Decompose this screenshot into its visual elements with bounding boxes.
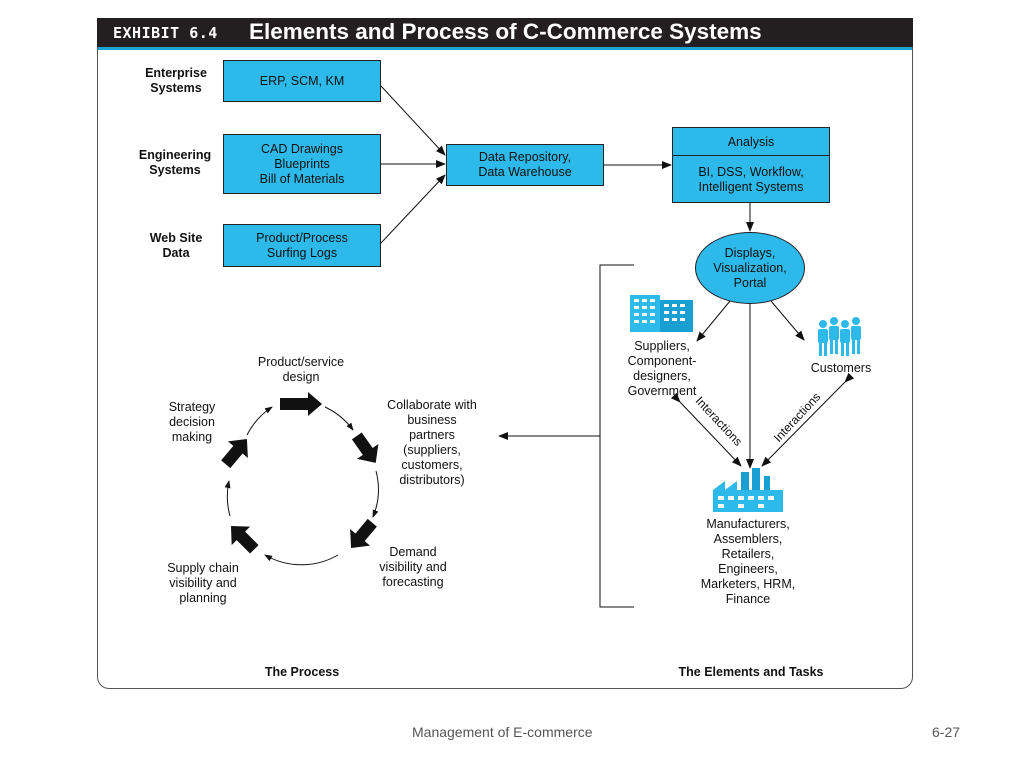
customer-interactions-arrow <box>761 372 855 467</box>
cycle-block-arrow-bottom-left <box>230 525 259 554</box>
cycle-arc-4 <box>264 554 339 566</box>
exhibit-title-bar: EXHIBIT 6.4 Elements and Process of C-Co… <box>97 18 913 50</box>
erp-to-repository-arrow <box>380 85 446 156</box>
manufacturers-label: Manufacturers, Assemblers, Retailers, En… <box>700 517 796 606</box>
cycle-block-arrow-bottom-right <box>350 518 377 549</box>
surfing-logs-box: Product/Process Surfing Logs <box>223 224 381 267</box>
manufacturers-factory-icon <box>713 468 783 512</box>
erp-scm-km-box: ERP, SCM, KM <box>223 60 381 102</box>
cycle-arc-2 <box>324 406 354 431</box>
cycle-block-arrow-left <box>221 438 248 469</box>
cycle-arc-3 <box>372 470 379 518</box>
suppliers-building-icon <box>630 295 693 332</box>
cycle-arc-5 <box>224 480 231 517</box>
customers-label: Customers <box>810 361 872 375</box>
step-demand-forecasting: Demand visibility and forecasting <box>379 545 447 589</box>
cycle-block-arrow-right <box>351 432 379 463</box>
data-repository-box: Data Repository, Data Warehouse <box>446 144 604 186</box>
diagram-frame <box>97 47 913 689</box>
diagram-title: Elements and Process of C-Commerce Syste… <box>249 19 762 44</box>
step-strategy: Strategy decision making <box>168 400 216 444</box>
web-site-data-label: Web Site Data <box>149 231 203 260</box>
step-collaborate: Collaborate with business partners (supp… <box>387 398 477 487</box>
step-supply-chain: Supply chain visibility and planning <box>167 561 239 605</box>
caption-process: The Process <box>264 665 340 679</box>
displays-portal-ellipse: Displays, Visualization, Portal <box>695 232 805 304</box>
analysis-box: Analysis BI, DSS, Workflow, Intelligent … <box>672 127 830 203</box>
interactions-label-left: Interactions <box>693 394 746 449</box>
footer-page-number: 6-27 <box>932 724 961 740</box>
analysis-heading: Analysis <box>673 128 829 156</box>
cycle-arc-1 <box>246 406 273 436</box>
elements-bracket <box>599 264 634 608</box>
step-product-design: Product/service design <box>257 355 345 384</box>
footer-course: Management of E-commerce <box>412 724 593 740</box>
exhibit-number: EXHIBIT 6.4 <box>113 24 218 42</box>
cycle-block-arrow-top <box>280 392 322 416</box>
supplier-interactions-arrow <box>670 392 742 467</box>
displays-to-suppliers-arrow <box>696 300 731 342</box>
caption-elements: The Elements and Tasks <box>678 665 824 679</box>
cad-drawings-box: CAD Drawings Blueprints Bill of Material… <box>223 134 381 194</box>
engineering-systems-label: Engineering Systems <box>138 148 212 177</box>
analysis-tools: BI, DSS, Workflow, Intelligent Systems <box>698 164 804 194</box>
interactions-label-right: Interactions <box>771 390 824 445</box>
process-cycle <box>221 392 379 566</box>
suppliers-label: Suppliers, Component- designers, Governm… <box>627 339 697 398</box>
displays-to-customers-arrow <box>770 300 805 341</box>
enterprise-systems-label: Enterprise Systems <box>145 66 207 95</box>
customers-people-icon <box>818 317 861 356</box>
weblogs-to-repository-arrow <box>380 174 446 244</box>
